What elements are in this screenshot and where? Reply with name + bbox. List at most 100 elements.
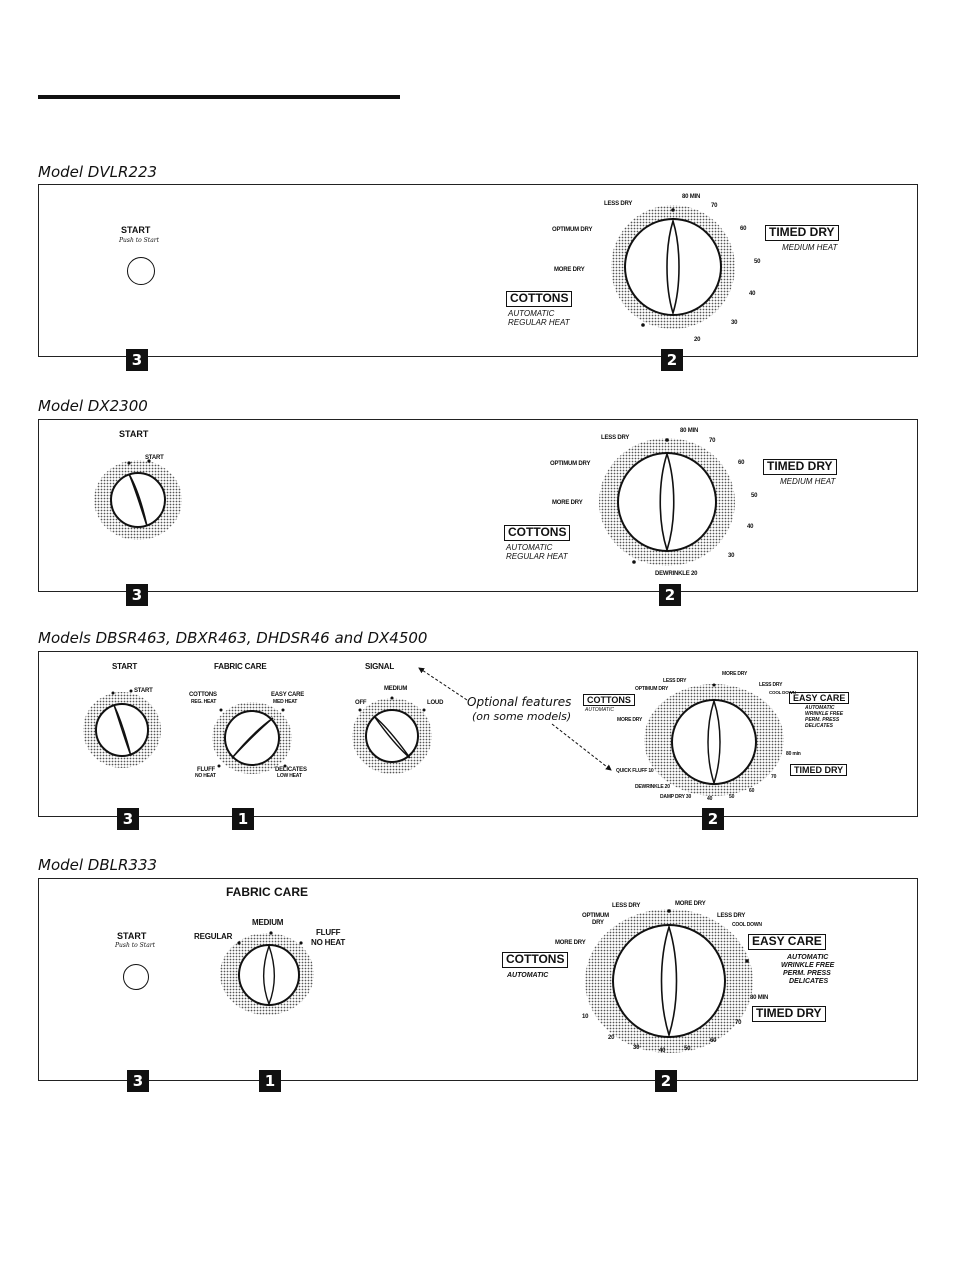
callout-badge: 1 (259, 1070, 281, 1092)
dial-label: OPTIMUM DRY (550, 461, 591, 467)
easy-care-label: EASY CARE (789, 692, 850, 705)
control-panel: START START FABRIC CARE COTTONS REG. HEA… (38, 651, 918, 817)
dial-pointer (113, 704, 132, 757)
dial-pointer (660, 924, 678, 1038)
start-label: START (121, 225, 151, 235)
dial-label: COOL DOWN (769, 690, 796, 695)
fabric-care-option: EASY CARE (271, 692, 305, 698)
cycle-dial[interactable] (603, 197, 743, 337)
easy-care-sublabel: AUTOMATIC (805, 705, 835, 711)
fabric-care-option: LOW HEAT (277, 773, 302, 779)
dial-label: 50 (754, 259, 761, 265)
dial-label: MORE DRY (555, 940, 586, 946)
start-dial[interactable] (91, 458, 185, 542)
callout-badge: 3 (117, 808, 139, 830)
dial-label: MORE DRY (552, 500, 583, 506)
start-sublabel: Push to Start (119, 237, 160, 244)
dial-label: LESS DRY (663, 678, 687, 684)
dial-label: MORE DRY (675, 901, 706, 907)
callout-badge: 2 (702, 808, 724, 830)
dial-label: 60 (710, 1038, 717, 1044)
dial-label: MORE DRY (554, 267, 585, 273)
dial-pointer (128, 473, 148, 527)
fabric-care-option: NO HEAT (195, 773, 216, 779)
dial-label: 10 (582, 1014, 589, 1020)
dial-label: LESS DRY (601, 435, 630, 441)
cottons-label: COTTONS (502, 952, 569, 968)
easy-care-sublabel: DELICATES (789, 978, 829, 985)
dial-label: 30 (731, 320, 738, 326)
start-sublabel: Push to Start (115, 942, 156, 949)
dial-label: OPTIMUM DRY (635, 686, 669, 692)
dial-label: LESS DRY (612, 903, 641, 909)
fabric-care-label: FABRIC CARE (214, 662, 267, 671)
cycle-dial[interactable] (639, 674, 789, 800)
timed-dry-label: TIMED DRY (763, 459, 837, 475)
control-panel: START START LESS DRY 80 MIN 70 OPTIMUM D… (38, 419, 918, 592)
dial-label: 80 min (786, 751, 801, 757)
fabric-care-option: NO HEAT (311, 938, 346, 947)
cottons-label: COTTONS (583, 694, 635, 707)
cycle-dial[interactable] (579, 901, 759, 1061)
dial-label: QUICK FLUFF 10 (616, 768, 654, 774)
fabric-care-option: FLUFF (316, 928, 341, 937)
start-label: START (119, 429, 149, 439)
timed-dry-label: TIMED DRY (752, 1006, 826, 1022)
fabric-care-dial[interactable] (217, 931, 317, 1017)
cottons-sublabel: REGULAR HEAT (506, 552, 568, 561)
dial-pointer (263, 943, 275, 1006)
callout-badge: 3 (126, 349, 148, 371)
signal-label: SIGNAL (365, 662, 395, 671)
cycle-dial[interactable] (592, 430, 742, 575)
timed-dry-sublabel: MEDIUM HEAT (782, 243, 838, 252)
timed-dry-label: TIMED DRY (765, 225, 839, 241)
easy-care-sublabel: PERM. PRESS (805, 717, 840, 723)
callout-arrows (418, 667, 612, 771)
start-dial-label: START (134, 688, 153, 694)
timed-dry-sublabel: MEDIUM HEAT (780, 477, 836, 486)
start-button[interactable] (123, 964, 149, 990)
signal-dial[interactable] (350, 696, 434, 776)
timed-dry-label: TIMED DRY (790, 764, 848, 777)
dial-pointer (659, 451, 675, 553)
optional-features-note-sub: (on some models) (472, 710, 572, 723)
easy-care-sublabel: DELICATES (805, 723, 833, 729)
dial-label: 30 (728, 553, 735, 559)
start-dial[interactable] (81, 688, 163, 770)
dial-label: 80 MIN (750, 995, 769, 1001)
model-title: Model DX2300 (38, 397, 148, 415)
model-title: Model DBLR333 (38, 856, 158, 874)
callout-badge: 2 (661, 349, 683, 371)
dial-label: 30 (633, 1045, 640, 1051)
dial-label: COOL DOWN (732, 922, 762, 928)
dial-pointer (666, 218, 680, 316)
dial-label: 80 MIN (680, 428, 699, 434)
fabric-care-dial[interactable] (207, 700, 297, 776)
fabric-care-label: FABRIC CARE (226, 885, 309, 899)
fabric-care-option: REGULAR (194, 932, 233, 941)
fabric-care-option: MED HEAT (273, 699, 298, 705)
start-dial-label: START (145, 455, 164, 461)
dial-label: 50 (751, 493, 758, 499)
dial-label: LESS DRY (759, 682, 783, 688)
signal-option: MEDIUM (384, 686, 408, 692)
start-label: START (117, 931, 147, 941)
cottons-sublabel: AUTOMATIC (585, 707, 614, 713)
dial-label: 60 (738, 460, 745, 466)
fabric-care-option: COTTONS (189, 692, 217, 698)
dial-label: 40 (747, 524, 754, 530)
dial-label: DEWRINKLE 20 (655, 571, 698, 577)
dial-pointer (707, 698, 721, 786)
start-button[interactable] (127, 257, 155, 285)
dial-label: 40 (707, 796, 713, 802)
dial-label: MORE DRY (617, 717, 643, 723)
model-title: Model DVLR223 (38, 163, 158, 181)
dial-label: 60 (740, 226, 747, 232)
easy-care-sublabel: PERM. PRESS (783, 970, 831, 977)
callout-badge: 1 (232, 808, 254, 830)
dial-label: 50 (684, 1046, 691, 1052)
callout-badge: 2 (659, 584, 681, 606)
cottons-label: COTTONS (506, 291, 573, 307)
dial-label: LESS DRY (717, 913, 746, 919)
callout-badge: 3 (127, 1070, 149, 1092)
